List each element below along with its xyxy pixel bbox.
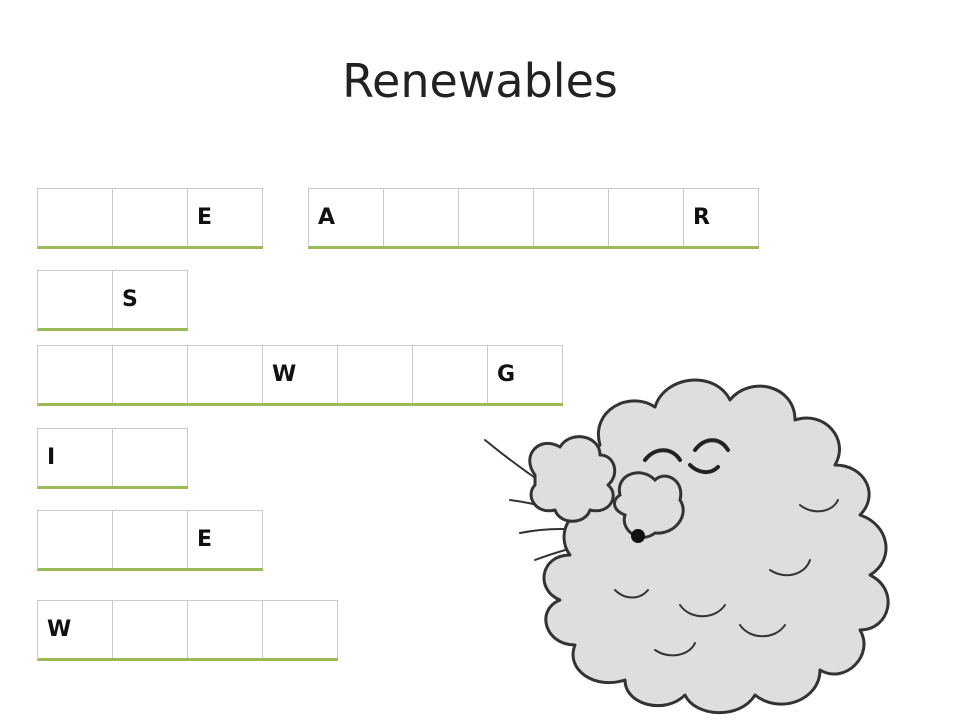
letter-cell[interactable]: S	[113, 271, 188, 328]
letter-cell[interactable]	[113, 511, 188, 568]
letter-cell[interactable]	[338, 346, 413, 403]
letter-cell[interactable]	[38, 271, 113, 328]
letter-cell[interactable]	[38, 189, 113, 246]
letter-cell[interactable]	[38, 511, 113, 568]
word-row-6: E	[37, 510, 263, 571]
word-row-5: I	[37, 428, 188, 489]
letter-cell[interactable]: A	[309, 189, 384, 246]
letter-cell[interactable]: W	[263, 346, 338, 403]
letter-cell[interactable]	[384, 189, 459, 246]
letter-cell[interactable]	[113, 346, 188, 403]
slide-title: Renewables	[342, 54, 618, 108]
letter-cell[interactable]: E	[188, 189, 263, 246]
letter-cell[interactable]: E	[188, 511, 263, 568]
letter-cell[interactable]: G	[488, 346, 563, 403]
letter-cell[interactable]: I	[38, 429, 113, 486]
letter-cell[interactable]	[609, 189, 684, 246]
letter-cell[interactable]	[113, 601, 188, 658]
word-row-3: S	[37, 270, 188, 331]
letter-cell[interactable]	[188, 346, 263, 403]
blowing-wind-cloud-icon	[484, 378, 890, 715]
word-row-7: W	[37, 600, 338, 661]
word-row-1: E	[37, 188, 263, 249]
letter-cell[interactable]	[38, 346, 113, 403]
letter-cell[interactable]	[113, 189, 188, 246]
letter-cell[interactable]	[113, 429, 188, 486]
letter-cell[interactable]	[459, 189, 534, 246]
letter-cell[interactable]: R	[684, 189, 759, 246]
letter-cell[interactable]	[534, 189, 609, 246]
letter-cell[interactable]	[188, 601, 263, 658]
letter-cell[interactable]	[413, 346, 488, 403]
letter-cell[interactable]: W	[38, 601, 113, 658]
letter-cell[interactable]	[263, 601, 338, 658]
